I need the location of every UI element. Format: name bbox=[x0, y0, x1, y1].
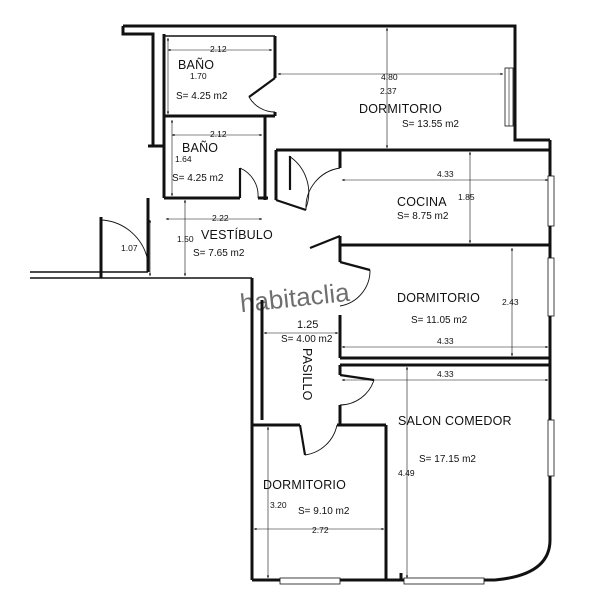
watermark-text: habitaclia bbox=[238, 277, 351, 318]
area-bano-1: S= 4.25 m2 bbox=[176, 91, 228, 102]
room-name-dormitorio-3: DORMITORIO bbox=[263, 478, 346, 492]
area-bano-2: S= 4.25 m2 bbox=[172, 173, 224, 184]
dim-salon-height: 4.49 bbox=[398, 468, 415, 478]
room-name-bano-1: BAÑO bbox=[178, 58, 214, 72]
dim-dormitorio-2-height: 2.43 bbox=[502, 297, 519, 307]
dim-pasillo-width: 1.25 bbox=[297, 319, 318, 331]
dim-dormitorio-3-width: 2.72 bbox=[312, 525, 329, 535]
dim-cocina-width: 4.33 bbox=[437, 169, 454, 179]
area-salon-comedor: S= 17.15 m2 bbox=[419, 454, 476, 465]
room-name-dormitorio-1: DORMITORIO bbox=[359, 102, 442, 116]
dimension-lines bbox=[148, 27, 549, 579]
room-name-salon-comedor: SALON COMEDOR bbox=[398, 414, 512, 428]
room-name-pasillo: PASILLO bbox=[300, 348, 314, 401]
room-name-bano-2: BAÑO bbox=[182, 141, 218, 155]
area-dormitorio-1: S= 13.55 m2 bbox=[402, 119, 459, 130]
dim-vestibulo-entry: 1.07 bbox=[121, 243, 138, 253]
room-name-vestibulo: VESTÍBULO bbox=[201, 227, 273, 242]
dim-cocina-height: 1.85 bbox=[458, 192, 475, 202]
area-dormitorio-2: S= 11.05 m2 bbox=[411, 315, 468, 326]
dim-dormitorio-1-width: 4.80 bbox=[381, 72, 398, 82]
dim-dormitorio-1-height: 2.37 bbox=[380, 86, 397, 96]
dim-dormitorio-2-width: 4.33 bbox=[437, 336, 454, 346]
dim-vestibulo-height: 1.50 bbox=[177, 234, 194, 244]
labels: BAÑO 2.12 1.70 S= 4.25 m2 BAÑO 2.12 1.64… bbox=[121, 44, 519, 535]
area-cocina: S= 8.75 m2 bbox=[397, 211, 449, 222]
dim-bano-1-width: 2.12 bbox=[210, 44, 227, 54]
room-name-dormitorio-2: DORMITORIO bbox=[397, 291, 480, 305]
dim-vestibulo-width: 2.22 bbox=[212, 213, 229, 223]
dim-salon-width: 4.33 bbox=[437, 369, 454, 379]
area-dormitorio-3: S= 9.10 m2 bbox=[298, 506, 350, 517]
windows bbox=[279, 67, 555, 585]
dim-dormitorio-3-height: 3.20 bbox=[270, 500, 287, 510]
area-vestibulo: S= 7.65 m2 bbox=[193, 248, 245, 259]
doors bbox=[99, 77, 375, 456]
dim-bano-1-height: 1.70 bbox=[190, 71, 207, 81]
dim-bano-2-height: 1.64 bbox=[175, 154, 192, 164]
room-name-cocina: COCINA bbox=[397, 195, 447, 209]
area-pasillo: S= 4.00 m2 bbox=[281, 334, 333, 345]
dim-bano-2-width: 2.12 bbox=[210, 129, 227, 139]
